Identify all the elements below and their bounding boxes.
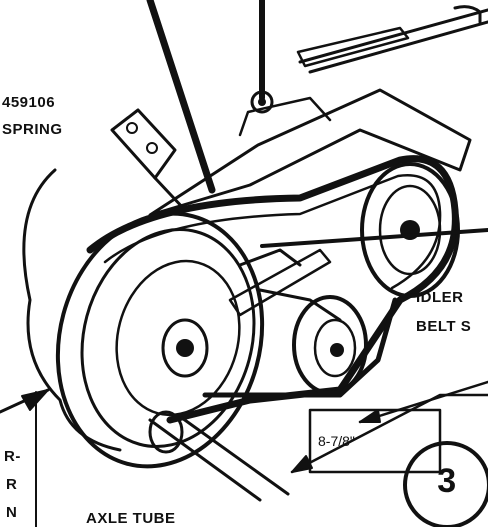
spring-hole-1 — [126, 122, 138, 134]
frame-bracket — [148, 88, 472, 217]
axle-tube-end — [148, 410, 184, 454]
drive-belt-inner — [103, 174, 442, 290]
spring-hole-2 — [146, 142, 158, 154]
drive-pulley-rim — [80, 228, 256, 448]
dimension-line-lower — [290, 393, 488, 474]
left-label-line-1: R- — [4, 448, 21, 465]
dimension-label: 8-7/8" — [318, 433, 355, 449]
spring-plate — [110, 108, 177, 180]
leader-line-top-left — [146, 0, 216, 194]
linkage-rod — [298, 8, 488, 74]
spring-label: SPRING — [2, 121, 63, 138]
idler-label: IDLER — [416, 289, 464, 306]
idler-belt — [202, 297, 398, 398]
upper-idler-pulley — [360, 162, 460, 298]
frame-left-outline — [22, 168, 122, 452]
pivot-bolt — [250, 90, 274, 114]
axle-tube-label: AXLE TUBE — [86, 510, 176, 527]
belt-label: BELT S — [416, 318, 472, 335]
frame-bracket-edge — [238, 96, 332, 137]
step-number-circle — [403, 441, 488, 527]
part-number-label: 459106 — [2, 94, 56, 111]
lower-idler-pulley-inner — [313, 318, 357, 378]
step-number: 3 — [437, 462, 457, 500]
drive-pulley-nut — [176, 339, 194, 357]
dimension-arrowhead-lower — [291, 455, 313, 473]
axle-tube — [148, 416, 290, 502]
upper-idler-pulley-inner — [378, 184, 442, 276]
drive-belt — [86, 155, 459, 424]
drive-pulley-hub — [161, 318, 209, 378]
linkage-upper-arm — [296, 26, 410, 68]
linkage-rod-end — [453, 5, 482, 24]
dimension-box — [308, 408, 442, 474]
drive-pulley-outer — [55, 211, 265, 469]
pivot-bolt-inner — [258, 98, 266, 106]
lower-idler-hub — [330, 343, 344, 357]
dimension-arrowhead-upper — [359, 409, 381, 423]
leader-line-right — [260, 228, 488, 248]
left-label-line-2: R — [6, 476, 18, 493]
spring-plate-link — [153, 176, 187, 212]
idler-arm — [228, 248, 332, 317]
left-label-line-3: N — [6, 504, 18, 521]
